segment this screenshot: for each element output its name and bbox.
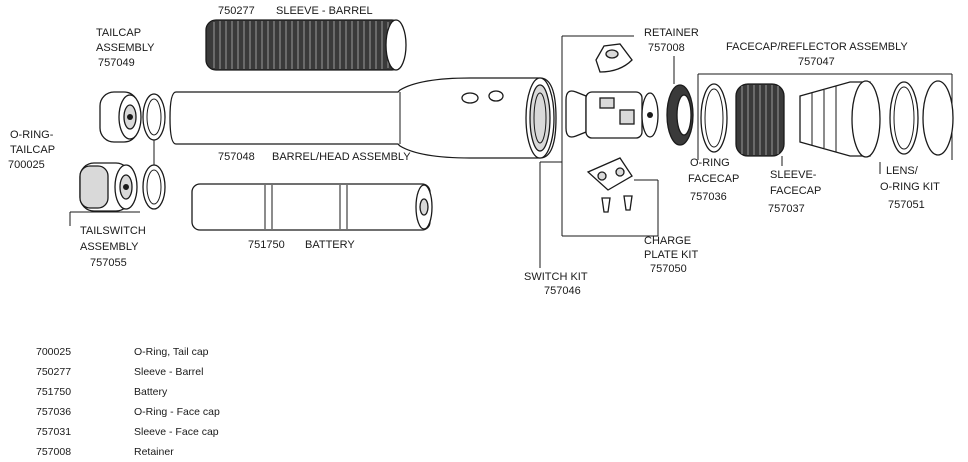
charge-plate-label-line1: CHARGE bbox=[644, 235, 691, 247]
lens-number: 757051 bbox=[888, 199, 925, 211]
table-row: 751750 Battery bbox=[36, 382, 220, 402]
tailswitch-number: 757055 bbox=[90, 257, 127, 269]
table-row: 757008 Retainer bbox=[36, 442, 220, 462]
facecap-body-part bbox=[799, 80, 881, 158]
sleeve-barrel-label: SLEEVE - BARREL bbox=[276, 5, 373, 17]
tailswitch-label-line2: ASSEMBLY bbox=[80, 241, 139, 253]
table-row: 750277 Sleeve - Barrel bbox=[36, 362, 220, 382]
table-row: 757031 Sleeve - Face cap bbox=[36, 422, 220, 442]
barrel-number: 757048 bbox=[218, 151, 255, 163]
battery-label: BATTERY bbox=[305, 239, 355, 251]
tailswitch-assembly-part bbox=[79, 162, 138, 212]
sleeve-facecap-label-line2: FACECAP bbox=[770, 185, 821, 197]
tailcap-label-line2: ASSEMBLY bbox=[96, 42, 155, 54]
exploded-parts-diagram: 750277 SLEEVE - BARREL TAILCAP ASSEMBLY … bbox=[8, 5, 954, 297]
tailcap-label-line1: TAILCAP bbox=[96, 27, 141, 39]
facecap-assembly-number: 757047 bbox=[798, 56, 835, 68]
tailcap-oring-upper bbox=[142, 93, 166, 141]
charge-plate-number: 757050 bbox=[650, 263, 687, 275]
part-number: 757031 bbox=[36, 426, 72, 438]
barrel-label: BARREL/HEAD ASSEMBLY bbox=[272, 151, 411, 163]
part-number: 757008 bbox=[36, 446, 72, 458]
oring-tailcap-label-line1: O-RING- bbox=[10, 129, 54, 141]
part-description: Sleeve - Face cap bbox=[134, 426, 219, 438]
sleeve-facecap-number: 757037 bbox=[768, 203, 805, 215]
oring-facecap-label-line2: FACECAP bbox=[688, 173, 739, 185]
switch-kit-label: SWITCH KIT bbox=[524, 271, 588, 283]
oring-facecap-label-line1: O-RING bbox=[690, 157, 730, 169]
oring-facecap-number: 757036 bbox=[690, 191, 727, 203]
part-number: 751750 bbox=[36, 386, 72, 398]
charge-plate-label-line2: PLATE KIT bbox=[644, 249, 698, 261]
facecap-assembly-label: FACECAP/REFLECTOR ASSEMBLY bbox=[726, 41, 908, 53]
retainer-label: RETAINER bbox=[644, 27, 699, 39]
table-row: 700025 O-Ring, Tail cap bbox=[36, 342, 220, 362]
part-description: Retainer bbox=[134, 446, 174, 458]
part-description: O-Ring, Tail cap bbox=[134, 346, 209, 358]
lens-label-line1: LENS/ bbox=[886, 165, 919, 177]
table-row: 757036 O-Ring - Face cap bbox=[36, 402, 220, 422]
part-number: 757036 bbox=[36, 406, 72, 418]
retainer-number: 757008 bbox=[648, 42, 685, 54]
part-number: 750277 bbox=[36, 366, 72, 378]
part-description: Battery bbox=[134, 386, 168, 398]
oring-tailcap-number: 700025 bbox=[8, 159, 45, 171]
switch-kit-number: 757046 bbox=[544, 285, 581, 297]
sleeve-facecap-label-line1: SLEEVE- bbox=[770, 169, 817, 181]
parts-list-table: 700025 O-Ring, Tail cap 750277 Sleeve - … bbox=[36, 342, 220, 462]
sleeve-barrel-part bbox=[205, 19, 407, 71]
tailswitch-oring bbox=[142, 164, 166, 210]
charge-plate-part bbox=[586, 157, 633, 213]
switch-module-part bbox=[565, 90, 659, 139]
battery-number: 751750 bbox=[248, 239, 285, 251]
part-description: Sleeve - Barrel bbox=[134, 366, 204, 378]
battery-part bbox=[191, 183, 433, 231]
oring-facecap-part bbox=[700, 83, 728, 153]
retainer-part bbox=[595, 43, 633, 73]
barrel-head-part bbox=[169, 77, 557, 159]
tailswitch-label-line1: TAILSWITCH bbox=[80, 225, 146, 237]
retainer-disc-part bbox=[666, 84, 694, 146]
sleeve-facecap-part bbox=[735, 83, 785, 157]
sleeve-barrel-number: 750277 bbox=[218, 5, 255, 17]
lens-oring-part bbox=[889, 80, 954, 156]
tailcap-assembly-part bbox=[99, 91, 142, 143]
tailcap-number: 757049 bbox=[98, 57, 135, 69]
part-number: 700025 bbox=[36, 346, 72, 358]
oring-tailcap-label-line2: TAILCAP bbox=[10, 144, 55, 156]
lens-label-line2: O-RING KIT bbox=[880, 181, 940, 193]
switch-kit-bracket bbox=[539, 35, 658, 268]
part-description: O-Ring - Face cap bbox=[134, 406, 220, 418]
